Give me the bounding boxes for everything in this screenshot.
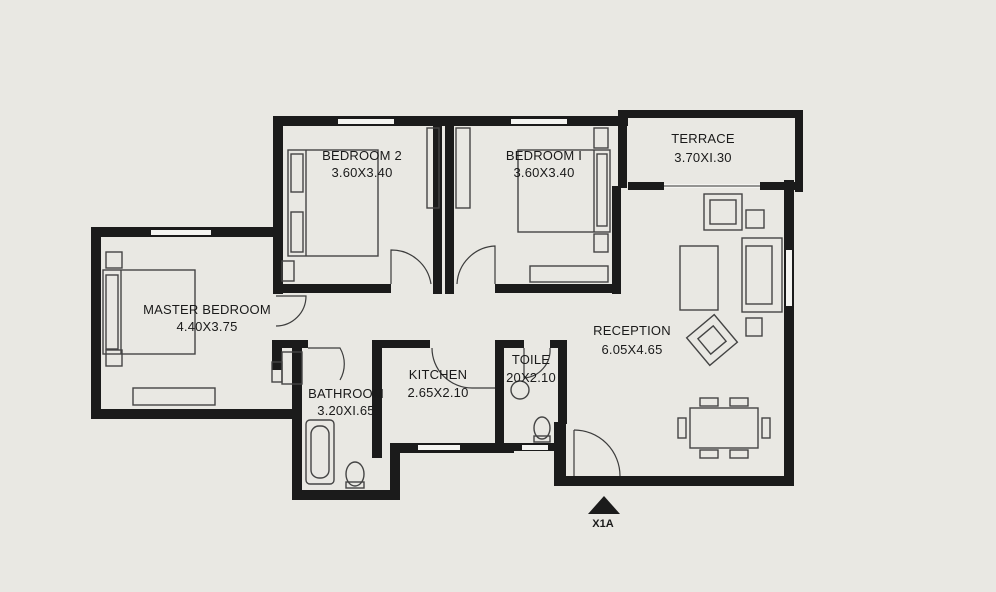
reception-name: RECEPTION (593, 323, 671, 338)
terrace-name: TERRACE (671, 131, 735, 146)
entrance-label: X1A (592, 518, 613, 530)
bathroom-dims: 3.20XI.65 (317, 403, 374, 418)
master-bedroom-name: MASTER BEDROOM (143, 302, 271, 317)
furniture (102, 127, 783, 489)
kitchen-name: KITCHEN (409, 367, 467, 382)
bedroom1-dims: 3.60X3.40 (513, 165, 574, 180)
terrace-dims: 3.70XI.30 (674, 150, 731, 165)
toilet-name: TOILE (512, 352, 550, 367)
toilet-dims: 20X2.10 (506, 370, 556, 385)
bedroom2-dims: 3.60X3.40 (331, 165, 392, 180)
entrance-arrow-icon (588, 496, 620, 514)
bedroom1-name: BEDROOM I (506, 148, 582, 163)
bathroom-name: BATHROOM (308, 386, 384, 401)
entrance-marker: X1A (588, 496, 620, 530)
kitchen-dims: 2.65X2.10 (407, 385, 468, 400)
reception-dims: 6.05X4.65 (601, 342, 662, 357)
doors (275, 245, 621, 477)
bedroom2-name: BEDROOM 2 (322, 148, 402, 163)
room-labels: BEDROOM 2 3.60X3.40 BEDROOM I 3.60X3.40 … (143, 131, 735, 418)
master-bedroom-dims: 4.40X3.75 (176, 319, 237, 334)
windows (151, 119, 792, 450)
